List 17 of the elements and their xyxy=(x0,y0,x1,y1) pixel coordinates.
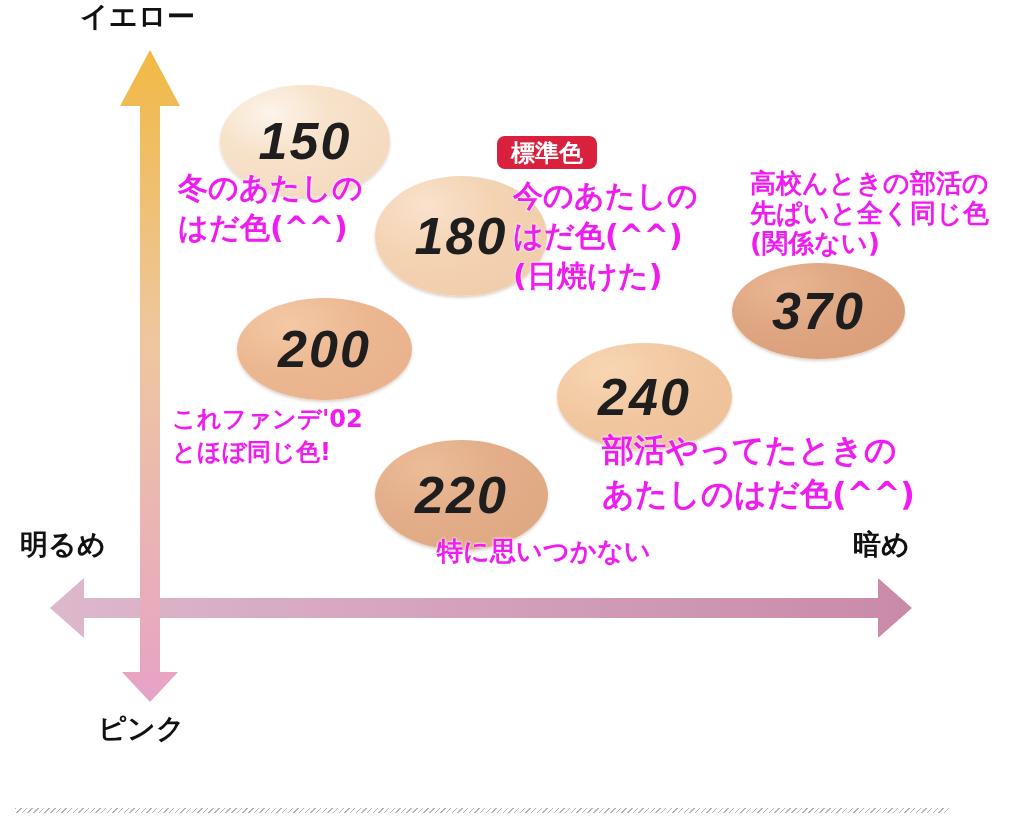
highlight-tag: 標準色 xyxy=(497,136,597,169)
axis-label: 暗め xyxy=(853,528,910,562)
annotation-text: 特に思いつかない xyxy=(437,535,651,567)
annotation-text: 部活やってたときのあたしのはだ色(^^) xyxy=(602,430,916,515)
shade-number: 220 xyxy=(415,469,508,521)
axis-label: ピンク xyxy=(98,712,185,746)
annotation-text: 今のあたしのはだ色(^^)(日焼けた) xyxy=(513,177,699,295)
shade-number: 180 xyxy=(414,210,508,262)
annotation-text: 冬のあたしのはだ色(^^) xyxy=(178,169,364,247)
annotation-text: 高校んときの部活の先ぱいと全く同じ色(関係ない) xyxy=(750,168,990,258)
axis-label: イエロー xyxy=(80,0,195,34)
shade-number: 240 xyxy=(598,370,691,423)
shade-number: 370 xyxy=(772,285,865,337)
shade-number: 150 xyxy=(258,115,352,167)
annotation-text: これファンデ'02とほぼ同じ色! xyxy=(172,404,364,468)
axis-label: 明るめ xyxy=(20,528,106,562)
shade-number: 200 xyxy=(278,323,371,375)
